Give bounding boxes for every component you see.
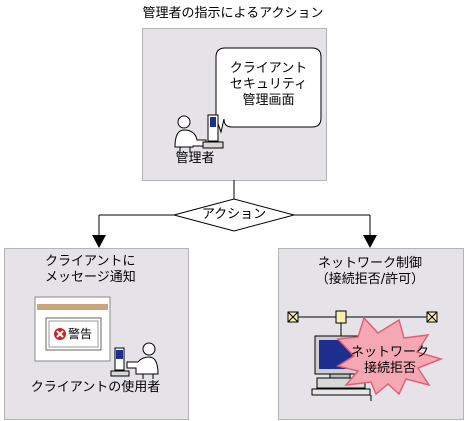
network-panel-title-1: ネットワーク制御 xyxy=(317,256,422,271)
decision-diamond xyxy=(172,198,296,232)
rejection-burst-icon xyxy=(336,316,444,396)
warning-label: 警告 xyxy=(68,327,93,341)
diagram-title: 管理者の指示によるアクション xyxy=(142,6,324,21)
burst-text-2: 接続拒否 xyxy=(363,361,416,376)
warning-icon xyxy=(54,328,66,340)
warning-window xyxy=(34,296,111,362)
bubble-line-2: セキュリティ xyxy=(229,77,308,92)
network-panel-title-2: （接続拒否/許可） xyxy=(315,272,425,287)
client-user-icon xyxy=(126,342,159,379)
admin-label: 管理者 xyxy=(175,151,215,166)
speech-bubble xyxy=(215,47,322,134)
network-node-left xyxy=(287,311,299,323)
arrowhead-right xyxy=(363,235,377,248)
bubble-line-3: 管理画面 xyxy=(242,93,295,108)
network-node-right xyxy=(426,311,438,323)
burst-text-1: ネットワーク xyxy=(350,345,429,360)
admin-computer-icon xyxy=(202,114,224,149)
network-node-center xyxy=(335,310,347,324)
connector-lines xyxy=(98,180,371,236)
client-panel-title-2: メッセージ通知 xyxy=(45,270,136,285)
bubble-line-1: クライアント xyxy=(229,61,308,76)
network-lines xyxy=(293,316,432,401)
client-user-label: クライアントの使用者 xyxy=(30,380,161,395)
decision-label: アクション xyxy=(201,207,267,222)
client-panel-title-1: クライアントに xyxy=(45,254,136,269)
client-computer-icon xyxy=(110,347,130,377)
arrowhead-left xyxy=(92,235,106,248)
administrator-icon xyxy=(174,115,207,152)
